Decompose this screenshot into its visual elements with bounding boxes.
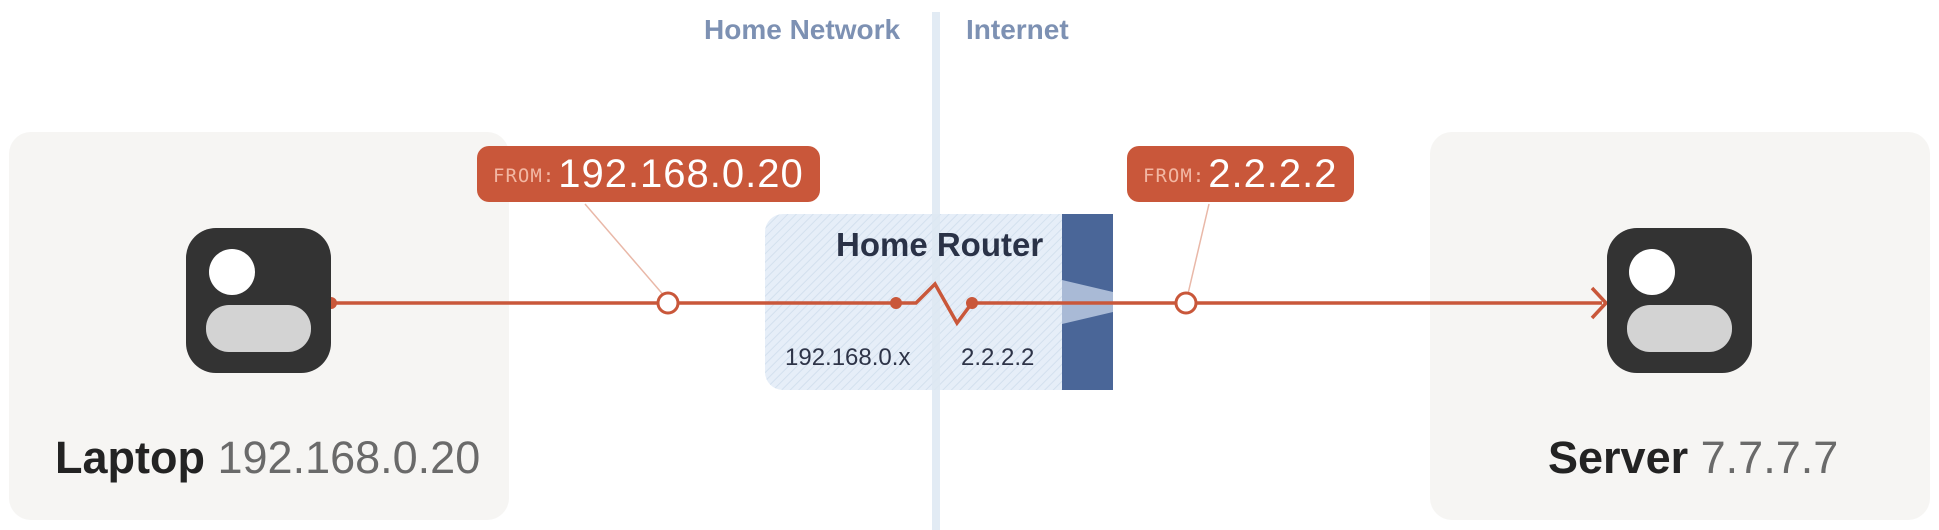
packet-marker-lan xyxy=(656,291,680,315)
tag-address: 192.168.0.20 xyxy=(558,151,804,196)
router-wan-ip: 2.2.2.2 xyxy=(961,344,1035,371)
server-name: Server xyxy=(1548,432,1689,483)
router-nat-zigzag xyxy=(895,281,974,327)
zone-label-internet: Internet xyxy=(966,14,1069,45)
router-title: Home Router xyxy=(836,226,1044,263)
laptop-ip: 192.168.0.20 xyxy=(217,432,481,483)
tag-leader-left xyxy=(584,203,667,299)
packet-marker-wan xyxy=(1174,291,1198,315)
network-boundary-divider xyxy=(932,12,940,530)
device-icon xyxy=(1607,228,1752,373)
packet-tag-lan: FROM: 192.168.0.20 xyxy=(477,146,820,202)
router-wan-dot xyxy=(966,297,978,309)
router-lan-subnet: 192.168.0.x xyxy=(785,344,911,371)
packet-tag-wan: FROM: 2.2.2.2 xyxy=(1127,146,1354,202)
zone-label-home-network: Home Network xyxy=(704,14,901,45)
tag-from-label: FROM: xyxy=(1143,164,1206,187)
laptop-label: Laptop 192.168.0.20 xyxy=(55,432,480,484)
router-box xyxy=(765,214,1083,390)
arrowhead xyxy=(1590,286,1609,320)
router-lan-dot xyxy=(890,297,902,309)
server-label: Server 7.7.7.7 xyxy=(1548,432,1838,484)
server-ip: 7.7.7.7 xyxy=(1700,432,1839,483)
device-icon xyxy=(186,228,331,373)
tag-from-label: FROM: xyxy=(493,164,556,187)
tag-leader-right xyxy=(1186,203,1210,299)
laptop-name: Laptop xyxy=(55,432,205,483)
tag-address: 2.2.2.2 xyxy=(1208,151,1338,196)
